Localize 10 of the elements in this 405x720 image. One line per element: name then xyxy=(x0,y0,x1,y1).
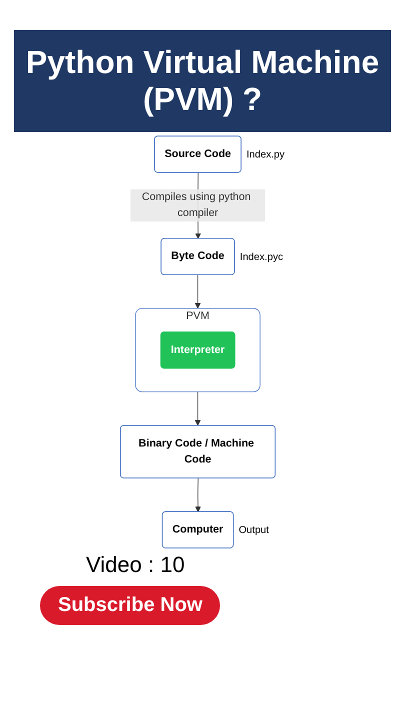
file-name-note: Output xyxy=(238,524,269,536)
arrow xyxy=(194,274,201,308)
title-banner: Python Virtual Machine (PVM) ? xyxy=(14,30,391,132)
arrow xyxy=(194,391,201,426)
subscribe-button: Subscribe Now xyxy=(40,586,220,625)
video-number-text: Video : 10 xyxy=(86,552,185,578)
file-name-note: Index.pyc xyxy=(240,251,284,262)
arrow xyxy=(195,478,201,512)
file-name-note: Index.py xyxy=(246,149,285,160)
edge-label: Compiles using python compiler xyxy=(142,190,251,218)
